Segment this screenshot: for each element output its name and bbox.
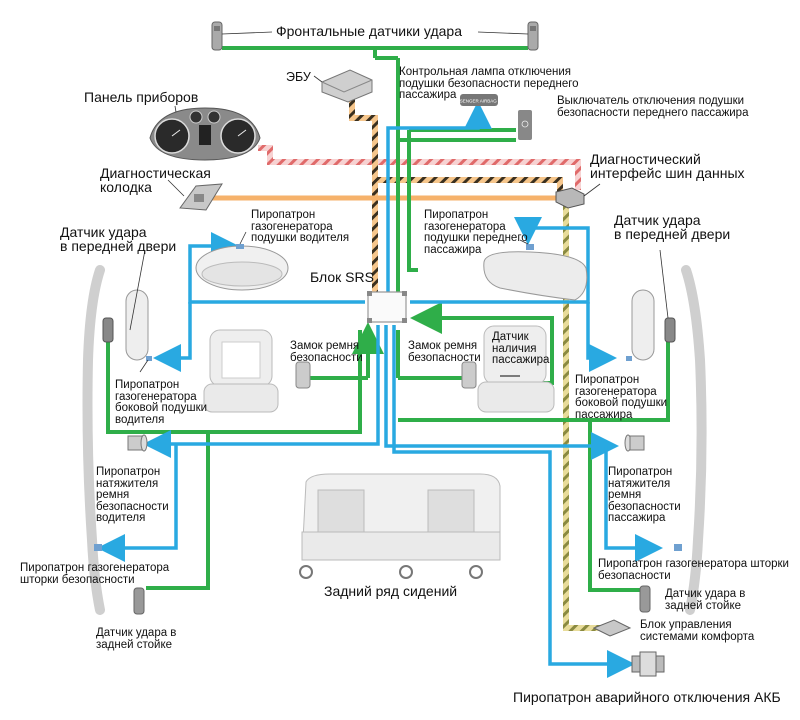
door-trim-left bbox=[82, 265, 105, 615]
front-sensor-right-icon bbox=[527, 21, 539, 51]
svg-text:PASSENGER AIRBAG OFF: PASSENGER AIRBAG OFF bbox=[451, 99, 507, 104]
door-sensor-right-icon bbox=[659, 249, 676, 343]
diagnostic-socket-icon bbox=[167, 179, 223, 211]
curtain-left-label: Пиропатрон газогенератора шторки безопас… bbox=[20, 562, 170, 586]
passenger-airbag-switch-icon bbox=[518, 110, 532, 140]
side-airbag-driver-icon bbox=[125, 289, 152, 373]
pretensioner-passenger-label: Пиропатрон натяжителя ремня безопасности… bbox=[608, 466, 681, 524]
buckle-left-icon bbox=[295, 361, 311, 389]
buckle-left-label: Замок ремня безопасности bbox=[290, 340, 363, 364]
pillar-sensor-right-icon bbox=[639, 585, 651, 613]
pretensioner-driver-label: Пиропатрон натяжителя ремня безопасности… bbox=[96, 466, 169, 524]
diagnostic-bus-interface-icon bbox=[555, 183, 601, 209]
ecu-label: ЭБУ bbox=[286, 70, 311, 84]
passenger-lamp-label: Контрольная лампа отключения подушки без… bbox=[399, 66, 579, 101]
pillar-sensor-right-label: Датчик удара в задней стойке bbox=[665, 588, 746, 612]
ecu-icon bbox=[313, 69, 373, 103]
driver-seat-icon bbox=[203, 329, 279, 413]
battery-cutoff-label: Пиропатрон аварийного отключения АКБ bbox=[513, 689, 781, 705]
passenger-seat-icon bbox=[477, 325, 555, 413]
passenger-airbag-label: Пиропатрон газогенератора подушки передн… bbox=[424, 209, 528, 256]
pillar-sensor-left-label: Датчик удара в задней стойке bbox=[96, 627, 177, 651]
instrument-panel-label: Панель приборов bbox=[84, 89, 199, 105]
rear-seats-icon bbox=[299, 473, 501, 579]
curtain-squib-right-icon bbox=[674, 544, 682, 551]
diagnostic-socket-label: Диагностическая колодка bbox=[100, 165, 211, 195]
driver-airbag-label: Пиропатрон газогенератора подушки водите… bbox=[251, 209, 350, 244]
comfort-unit-label: Блок управления системами комфорта bbox=[640, 619, 755, 643]
door-sensor-left-icon bbox=[102, 249, 146, 343]
wires-blue bbox=[97, 101, 663, 678]
front-sensor-left-icon bbox=[211, 21, 223, 51]
instrument-panel-icon bbox=[149, 105, 261, 161]
front-sensors-label: Фронтальные датчики удара bbox=[276, 23, 462, 39]
door-trim-right bbox=[681, 265, 707, 615]
door-sensor-right-label: Датчик удара в передней двери bbox=[614, 212, 731, 242]
pillar-sensor-left-icon bbox=[133, 587, 145, 615]
side-airbag-driver-label: Пиропатрон газогенератора боковой подушк… bbox=[115, 379, 208, 426]
pretensioner-passenger-icon bbox=[624, 434, 645, 452]
battery-cutoff-squib-icon bbox=[631, 651, 665, 677]
passenger-switch-label: Выключатель отключения подушки безопасно… bbox=[557, 95, 749, 119]
srs-unit-label: Блок SRS bbox=[310, 269, 374, 285]
diagnostic-bus-label: Диагностический интерфейс шин данных bbox=[590, 151, 745, 181]
buckle-right-label: Замок ремня безопасности bbox=[408, 340, 481, 364]
comfort-control-unit-icon bbox=[592, 619, 632, 637]
curtain-squib-left-icon bbox=[94, 544, 102, 551]
curtain-right-label: Пиропатрон газогенератора шторки безопас… bbox=[598, 558, 789, 582]
side-airbag-passenger-label: Пиропатрон газогенератора боковой подушк… bbox=[575, 374, 668, 421]
driver-airbag-icon bbox=[195, 231, 289, 291]
wire-red-striped bbox=[258, 145, 581, 190]
side-airbag-passenger-icon bbox=[626, 289, 655, 361]
buckle-right-icon bbox=[461, 361, 477, 389]
door-sensor-left-label: Датчик удара в передней двери bbox=[60, 224, 177, 254]
passenger-airbag-icon bbox=[483, 239, 588, 301]
wires-green bbox=[106, 46, 670, 592]
passenger-airbag-off-lamp-icon: PASSENGER AIRBAG OFF bbox=[451, 94, 507, 106]
rear-seats-label: Задний ряд сидений bbox=[324, 583, 458, 599]
srs-unit bbox=[367, 291, 407, 323]
occupant-sensor-label: Датчик наличия пассажира bbox=[492, 331, 550, 366]
pretensioner-driver-icon bbox=[127, 434, 148, 452]
